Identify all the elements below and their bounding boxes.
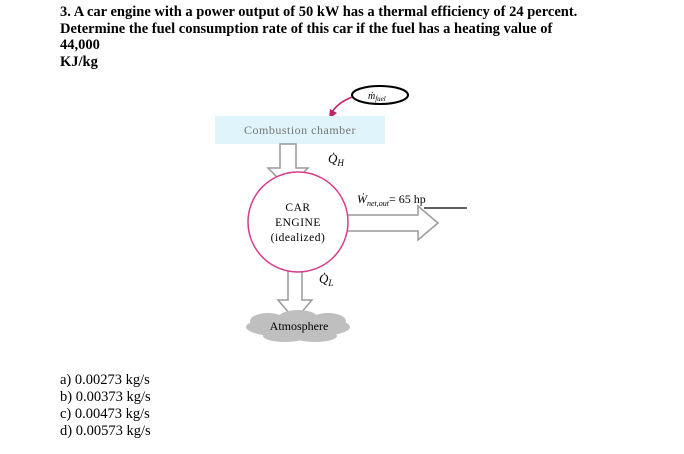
option-b: b) 0.00373 kg/s <box>60 389 151 405</box>
option-a: a) 0.00273 kg/s <box>60 372 150 388</box>
combustion-chamber <box>215 116 385 144</box>
option-d: d) 0.00573 kg/s <box>60 423 151 439</box>
atmosphere-cloud <box>246 310 350 342</box>
option-c: c) 0.00473 kg/s <box>60 406 150 422</box>
question-line-1: 3. A car engine with a power output of 5… <box>60 4 578 20</box>
engine-label-line-2: ENGINE <box>275 217 321 229</box>
fuel-arrow <box>331 96 353 113</box>
question-line-3: 44,000 <box>60 37 100 53</box>
engine-label-line-3: (idealized) <box>271 232 326 244</box>
fuel-symbol: ṁfuel <box>368 91 386 103</box>
question-line-4: KJ/kg <box>60 53 98 70</box>
question-line-2: Determine the fuel consumption rate of t… <box>60 20 553 37</box>
engine-label-line-1: CAR <box>285 202 310 214</box>
combustion-chamber-label: Combustion chamber <box>244 123 356 137</box>
engine-circle <box>247 171 349 273</box>
work-value: = 65 hp <box>389 192 426 206</box>
answer-options: a) 0.00273 kg/s b) 0.00373 kg/s c) 0.004… <box>60 372 151 440</box>
heat-out-label: Q̇L <box>319 271 333 288</box>
heat-in-label: Q̇H <box>328 151 344 168</box>
question-text: 3. A car engine with a power output of 5… <box>60 4 660 70</box>
atmosphere-label: Atmosphere <box>270 319 329 333</box>
fuel-oval <box>351 85 409 105</box>
work-label: Ẇnet,out= 65 hp <box>357 191 426 208</box>
